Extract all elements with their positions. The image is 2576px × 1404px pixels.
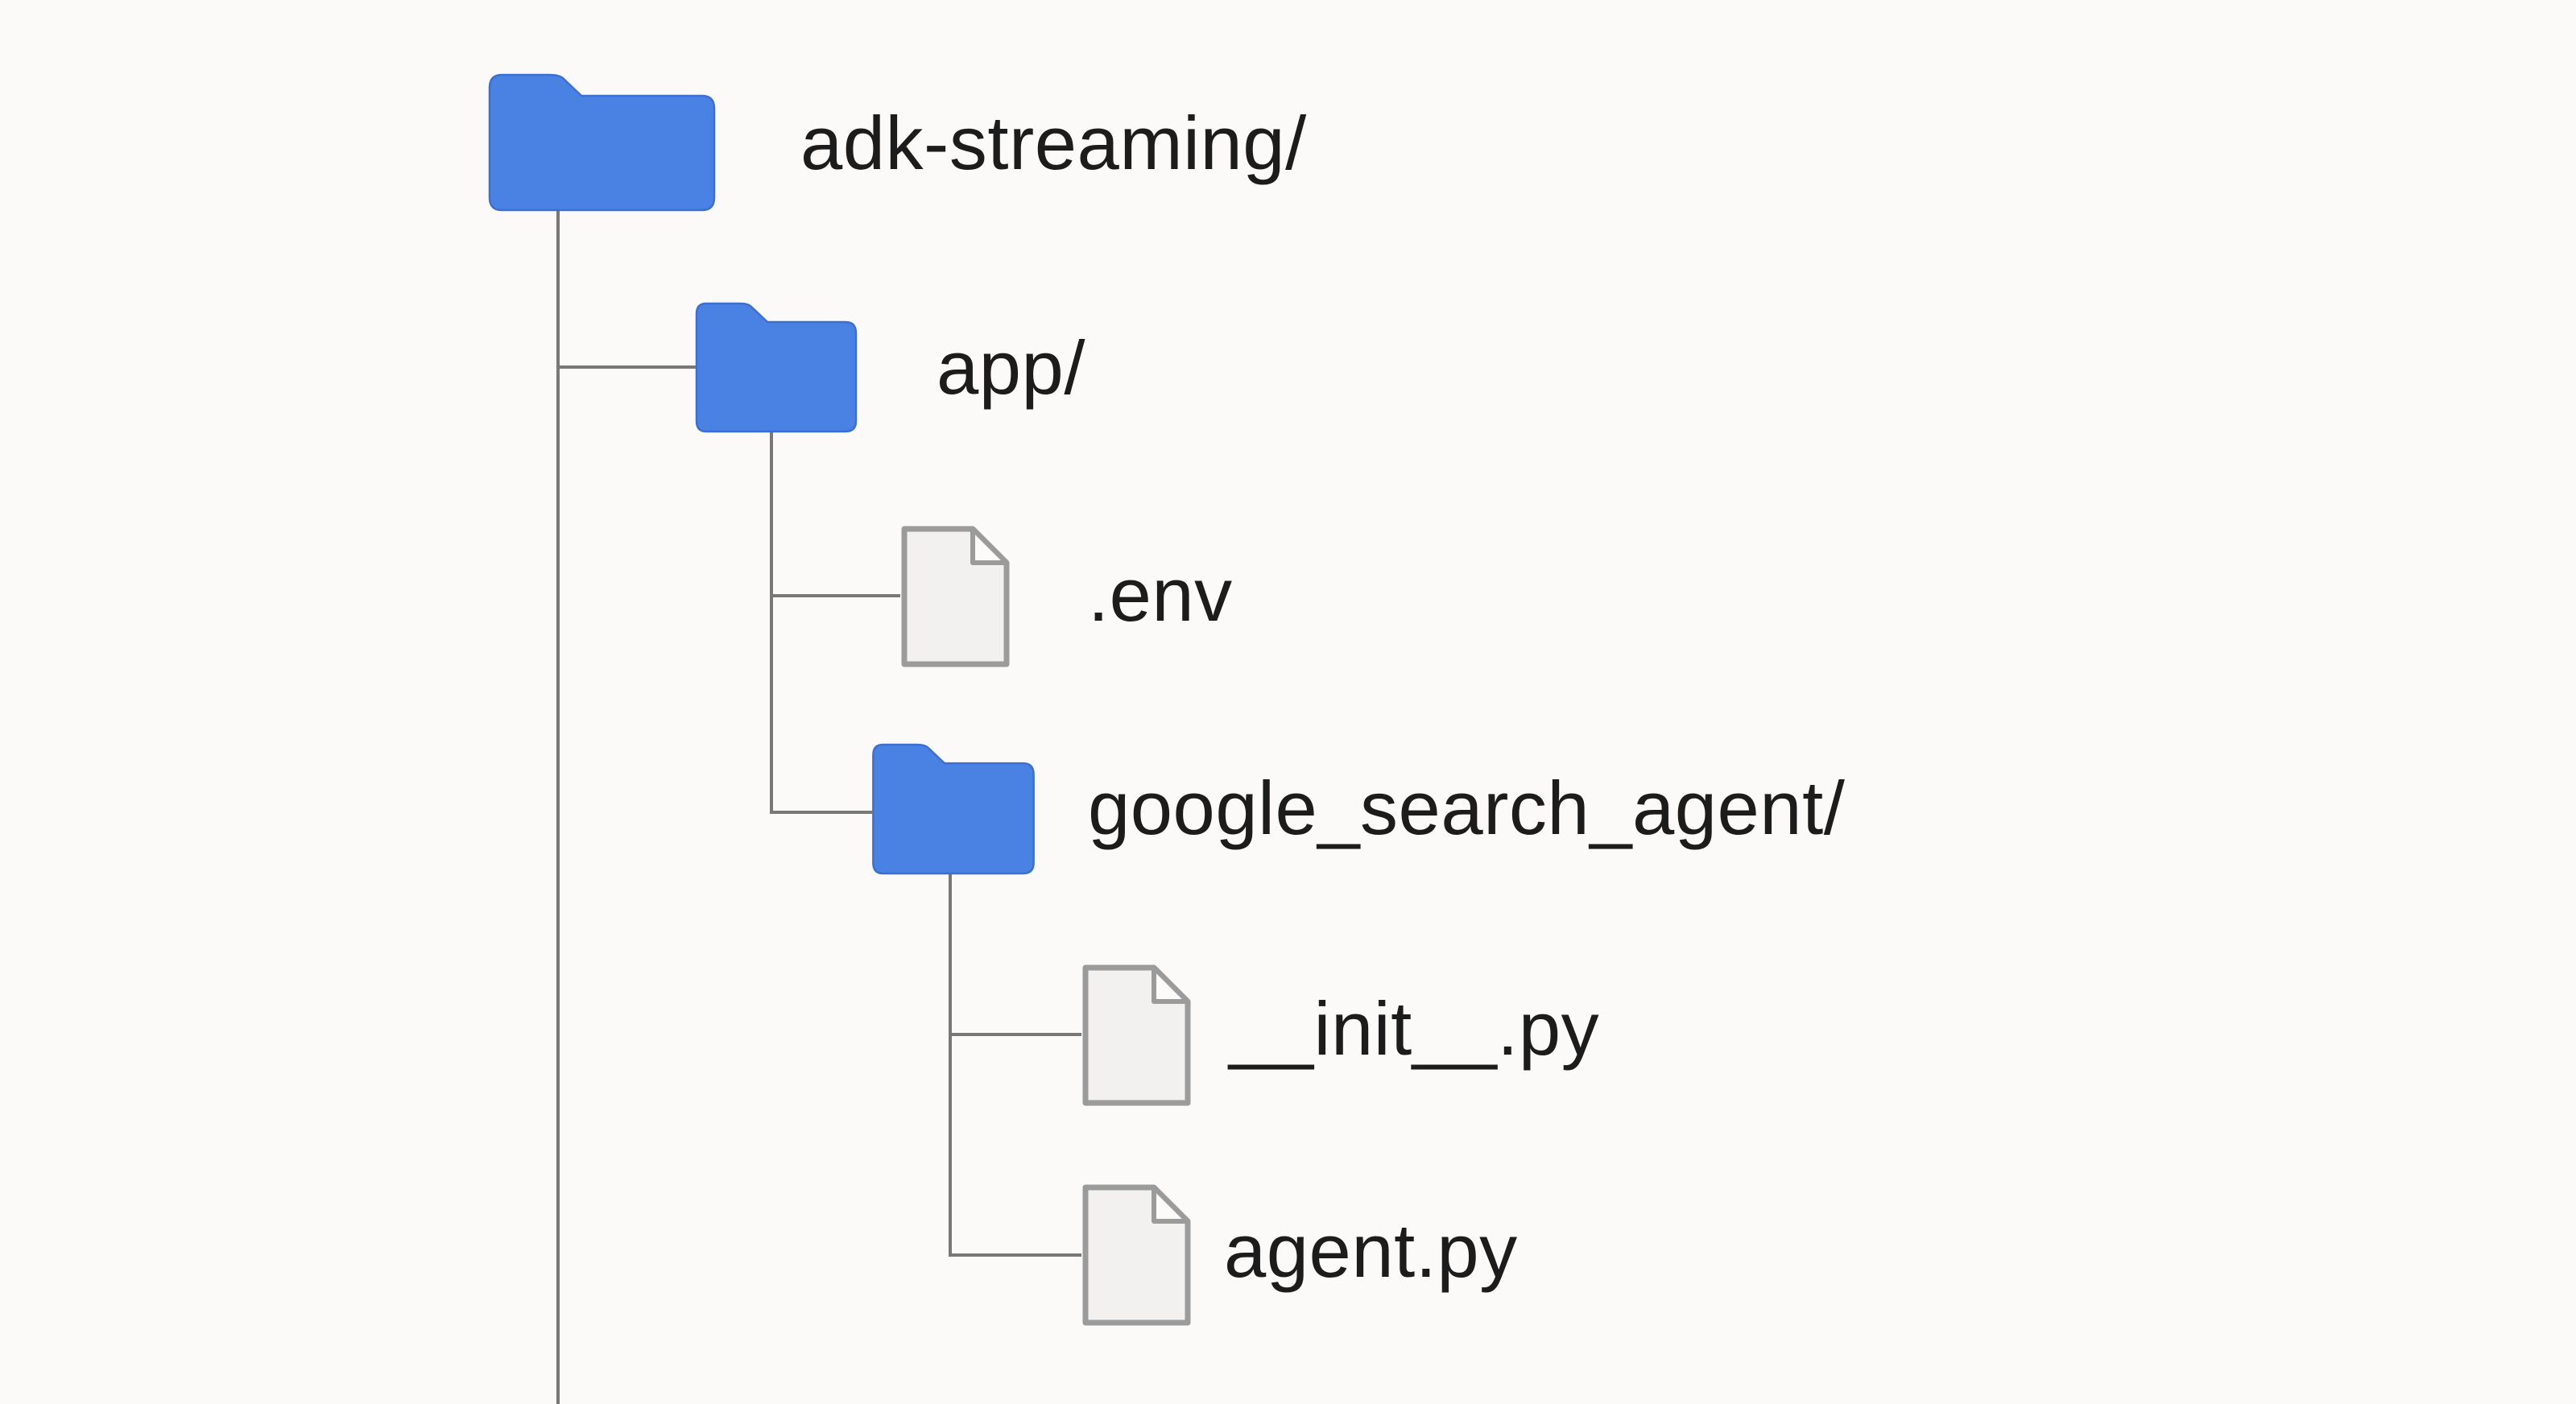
tree-node-label-root: adk-streaming/ [800,101,1307,186]
tree-node-label-app: app/ [937,325,1085,411]
connector-branch-app [558,365,697,369]
folder-icon [695,302,858,433]
connector-trunk-vertical [556,208,560,1404]
connector-google-search-agent-vertical [949,872,952,1257]
folder-icon [872,743,1035,875]
file-icon [1081,1183,1192,1327]
connector-branch-init [950,1033,1081,1036]
file-icon [1081,964,1192,1107]
tree-node-label-agent: agent.py [1224,1208,1518,1294]
tree-node-label-env: .env [1088,552,1233,638]
connector-branch-env [770,594,900,597]
tree-node-label-google-search-agent: google_search_agent/ [1088,766,1846,851]
file-icon [900,525,1011,668]
connector-branch-google-search-agent [770,811,872,814]
connector-app-vertical [770,428,773,814]
connector-branch-agent [950,1253,1081,1257]
tree-node-label-init: __init__.py [1229,986,1600,1072]
folder-icon [488,73,716,212]
